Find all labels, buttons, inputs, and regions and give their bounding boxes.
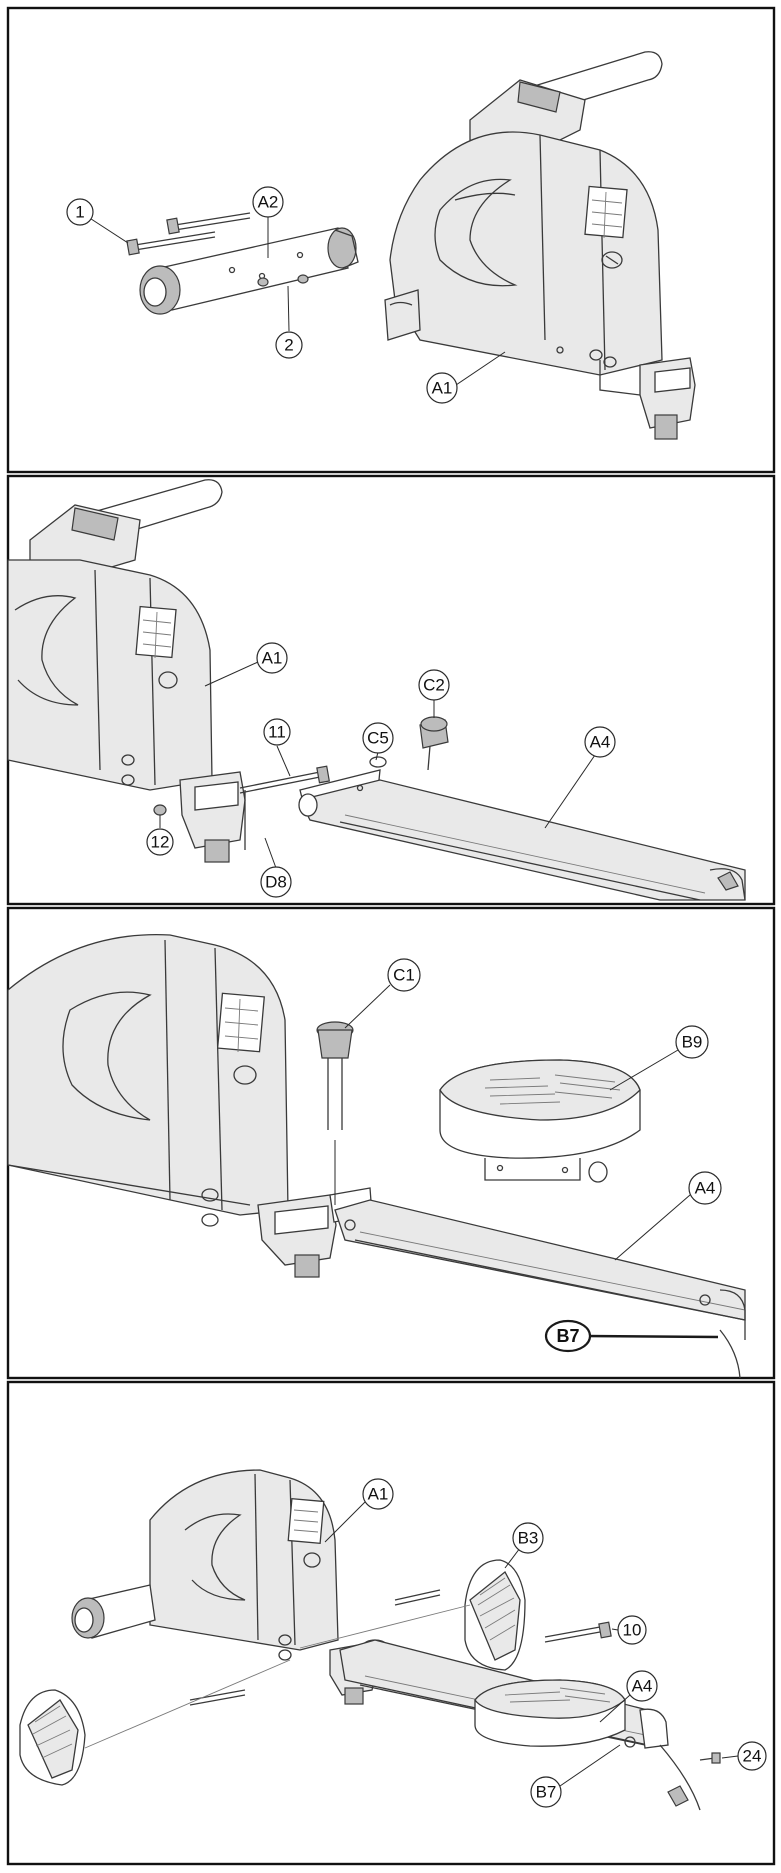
callout-12: 12 (146, 815, 174, 856)
seat-step4 (474, 1679, 626, 1747)
svg-text:2: 2 (284, 336, 293, 355)
svg-text:A1: A1 (368, 1485, 389, 1504)
callout-11: 11 (263, 718, 291, 777)
callout-a4-step3: A4 (614, 1171, 722, 1261)
seat-b9 (439, 1059, 641, 1183)
main-frame-a1-step2 (7, 479, 246, 863)
callout-b3: B3 (504, 1522, 544, 1569)
knob-c2 (419, 716, 449, 771)
svg-text:B9: B9 (682, 1033, 703, 1052)
bolt-set-1 (126, 212, 251, 256)
panel-step-2: A1 11 C5 C2 A4 12 D8 (7, 479, 746, 901)
panel-frame-step-1 (6, 6, 776, 474)
washer-12 (153, 804, 167, 816)
callout-d8: D8 (260, 837, 292, 898)
washer-c5 (369, 756, 387, 768)
svg-text:A4: A4 (590, 733, 611, 752)
panel-step-1: 1 A2 2 A1 (66, 51, 696, 440)
main-frame-a1 (384, 51, 696, 440)
callout-b7-step3: B7 (544, 1319, 719, 1353)
svg-text:A2: A2 (258, 193, 279, 212)
callout-c5: C5 (362, 722, 394, 761)
svg-text:A4: A4 (695, 1179, 716, 1198)
panel-step-3: C1 B9 A4 B7 (7, 933, 746, 1379)
main-rail-a4-step2 (298, 769, 746, 901)
main-rail-a4-step3 (329, 1187, 746, 1379)
svg-text:C1: C1 (393, 966, 415, 985)
callout-b7-step4: B7 (530, 1744, 621, 1808)
callout-c2: C2 (418, 669, 450, 718)
svg-text:A1: A1 (432, 379, 453, 398)
svg-text:24: 24 (743, 1747, 762, 1766)
svg-text:C2: C2 (423, 676, 445, 695)
callout-a4-step4: A4 (599, 1670, 658, 1723)
svg-text:1: 1 (75, 203, 84, 222)
svg-text:10: 10 (623, 1621, 642, 1640)
knob-c1 (316, 1021, 354, 1205)
svg-text:D8: D8 (265, 873, 287, 892)
callout-a1-step1: A1 (426, 351, 506, 404)
panel-frame-step-4 (6, 1380, 776, 1866)
pedal-b3-right (464, 1559, 526, 1671)
svg-text:A1: A1 (262, 649, 283, 668)
svg-text:A4: A4 (632, 1677, 653, 1696)
main-frame-a1-step3 (7, 933, 337, 1278)
bolt-11 (239, 765, 331, 794)
callout-1: 1 (66, 198, 129, 244)
axle-bolts (84, 1589, 721, 1764)
callout-24: 24 (721, 1741, 767, 1771)
panel-step-4: A1 B3 10 A4 24 B7 (19, 1469, 767, 1811)
callout-a2: A2 (252, 186, 284, 258)
nut-set-2 (257, 274, 309, 287)
callout-c1: C1 (344, 958, 421, 1029)
callout-a4-step2: A4 (544, 726, 616, 829)
callout-a1-step2: A1 (204, 642, 288, 687)
callout-a1-step4: A1 (324, 1478, 394, 1543)
svg-text:C5: C5 (367, 729, 389, 748)
front-stabilizer-a2 (139, 227, 359, 315)
pedal-left (19, 1689, 86, 1786)
svg-text:B7: B7 (556, 1326, 579, 1346)
svg-text:B3: B3 (518, 1529, 539, 1548)
main-frame-a1-step4 (71, 1469, 388, 1705)
svg-text:12: 12 (151, 833, 170, 852)
svg-text:11: 11 (268, 723, 286, 742)
callout-2: 2 (275, 285, 303, 359)
svg-text:B7: B7 (536, 1783, 557, 1802)
callout-b9: B9 (609, 1025, 709, 1091)
callout-10: 10 (611, 1615, 647, 1645)
